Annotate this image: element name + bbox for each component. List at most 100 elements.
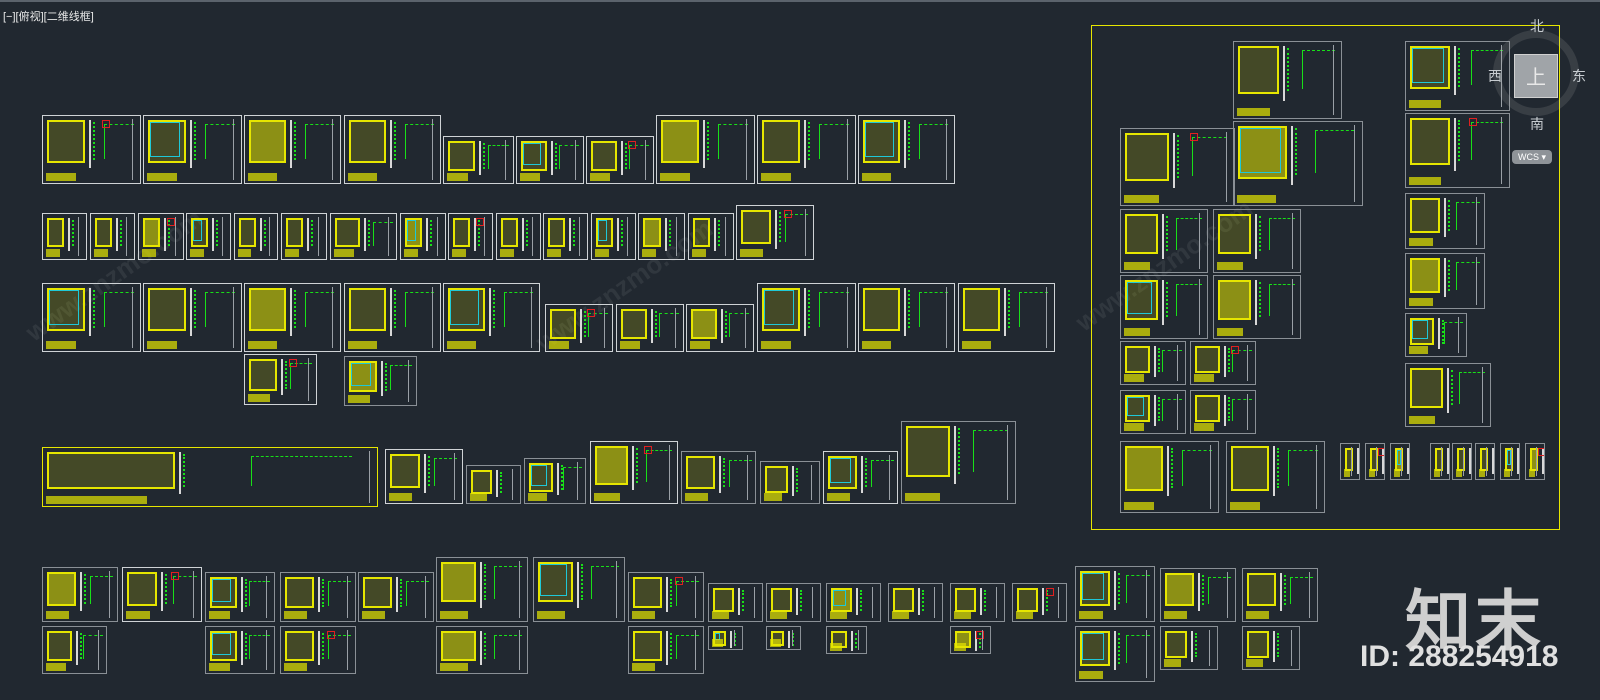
- drawing-sheet-thumbnail[interactable]: [496, 213, 541, 260]
- drawing-sheet-thumbnail[interactable]: [858, 115, 955, 184]
- drawing-sheet-thumbnail[interactable]: [1120, 275, 1208, 339]
- drawing-sheet-thumbnail[interactable]: [1405, 113, 1510, 188]
- drawing-sheet-thumbnail[interactable]: [1075, 566, 1155, 622]
- drawing-sheet-thumbnail[interactable]: [1120, 390, 1186, 434]
- drawing-sheet-thumbnail[interactable]: [1190, 390, 1256, 434]
- drawing-sheet-thumbnail[interactable]: [516, 136, 584, 184]
- drawing-sheet-thumbnail[interactable]: [205, 572, 275, 622]
- drawing-sheet-thumbnail[interactable]: [1430, 443, 1450, 480]
- drawing-sheet-thumbnail[interactable]: [280, 626, 356, 674]
- drawing-sheet-thumbnail[interactable]: [42, 283, 141, 352]
- drawing-sheet-thumbnail[interactable]: [628, 572, 704, 622]
- drawing-sheet-thumbnail[interactable]: [466, 465, 521, 504]
- drawing-sheet-thumbnail[interactable]: [1233, 121, 1363, 206]
- drawing-sheet-thumbnail[interactable]: [1340, 443, 1360, 480]
- drawing-sheet-thumbnail[interactable]: [760, 461, 820, 504]
- drawing-sheet-thumbnail[interactable]: [205, 626, 275, 674]
- drawing-sheet-thumbnail[interactable]: [1213, 275, 1301, 339]
- drawing-sheet-thumbnail[interactable]: [1242, 568, 1318, 622]
- drawing-sheet-thumbnail[interactable]: [1405, 363, 1491, 427]
- drawing-sheet-thumbnail[interactable]: [1075, 626, 1155, 682]
- drawing-sheet-thumbnail[interactable]: [1475, 443, 1495, 480]
- drawing-sheet-thumbnail[interactable]: [385, 449, 463, 504]
- drawing-sheet-thumbnail[interactable]: [1120, 209, 1208, 273]
- viewport-controls-label[interactable]: [−][俯视][二维线框]: [3, 11, 94, 23]
- drawing-sheet-thumbnail[interactable]: [708, 626, 743, 650]
- drawing-sheet-thumbnail[interactable]: [138, 213, 184, 260]
- drawing-sheet-thumbnail[interactable]: [1242, 626, 1300, 670]
- drawing-sheet-thumbnail[interactable]: [823, 451, 898, 504]
- drawing-sheet-thumbnail[interactable]: [436, 626, 528, 674]
- drawing-sheet-thumbnail[interactable]: [686, 304, 754, 352]
- drawing-sheet-thumbnail[interactable]: [1213, 209, 1301, 273]
- drawing-sheet-thumbnail[interactable]: [708, 583, 763, 622]
- viewcube[interactable]: 北 南 东 西 上: [1488, 16, 1588, 133]
- drawing-sheet-thumbnail[interactable]: [858, 283, 955, 352]
- drawing-sheet-thumbnail[interactable]: [244, 354, 317, 405]
- drawing-sheet-thumbnail[interactable]: [234, 213, 278, 260]
- drawing-sheet-thumbnail[interactable]: [344, 356, 417, 406]
- drawing-sheet-thumbnail[interactable]: [766, 626, 801, 650]
- drawing-sheet-thumbnail[interactable]: [681, 451, 756, 504]
- drawing-sheet-thumbnail[interactable]: [143, 115, 242, 184]
- drawing-sheet-thumbnail[interactable]: [186, 213, 231, 260]
- drawing-sheet-thumbnail[interactable]: [90, 213, 135, 260]
- drawing-sheet-thumbnail[interactable]: [586, 136, 654, 184]
- drawing-sheet-thumbnail[interactable]: [122, 567, 202, 622]
- drawing-sheet-thumbnail[interactable]: [42, 213, 87, 260]
- drawing-sheet-thumbnail[interactable]: [656, 115, 755, 184]
- compass-north[interactable]: 北: [1530, 19, 1544, 35]
- drawing-sheet-thumbnail[interactable]: [42, 115, 141, 184]
- drawing-sheet-thumbnail[interactable]: [1160, 568, 1236, 622]
- drawing-sheet-thumbnail[interactable]: [638, 213, 685, 260]
- drawing-sheet-thumbnail[interactable]: [1226, 441, 1325, 513]
- drawing-sheet-thumbnail[interactable]: [888, 583, 943, 622]
- drawing-sheet-thumbnail[interactable]: [344, 115, 441, 184]
- drawing-sheet-thumbnail[interactable]: [958, 283, 1055, 352]
- drawing-sheet-thumbnail[interactable]: [1160, 626, 1218, 670]
- drawing-sheet-thumbnail[interactable]: [766, 583, 821, 622]
- drawing-sheet-thumbnail[interactable]: [1120, 341, 1186, 385]
- compass-east[interactable]: 东: [1572, 69, 1586, 85]
- drawing-sheet-thumbnail[interactable]: [524, 458, 586, 504]
- drawing-sheet-thumbnail[interactable]: [1120, 441, 1219, 513]
- drawing-sheet-thumbnail[interactable]: [281, 213, 327, 260]
- drawing-sheet-thumbnail[interactable]: [901, 421, 1016, 504]
- drawing-sheet-thumbnail[interactable]: [1012, 583, 1067, 622]
- drawing-sheet-thumbnail[interactable]: [950, 626, 991, 654]
- drawing-sheet-thumbnail[interactable]: [1405, 41, 1510, 111]
- elevation-group-frame[interactable]: [1091, 25, 1560, 530]
- drawing-sheet-thumbnail[interactable]: [688, 213, 734, 260]
- drawing-sheet-thumbnail[interactable]: [545, 304, 613, 352]
- wcs-menu-button[interactable]: WCS ▾: [1512, 150, 1552, 164]
- drawing-sheet-thumbnail[interactable]: [950, 583, 1005, 622]
- drawing-sheet-thumbnail[interactable]: [543, 213, 588, 260]
- drawing-sheet-thumbnail[interactable]: [757, 283, 856, 352]
- drawing-sheet-thumbnail[interactable]: [736, 205, 814, 260]
- drawing-sheet-thumbnail[interactable]: [616, 304, 684, 352]
- drawing-sheet-thumbnail[interactable]: [244, 115, 341, 184]
- drawing-sheet-thumbnail[interactable]: [244, 283, 341, 352]
- drawing-sheet-thumbnail[interactable]: [628, 626, 704, 674]
- drawing-sheet-thumbnail[interactable]: [448, 213, 493, 260]
- drawing-sheet-thumbnail[interactable]: [1405, 193, 1485, 249]
- drawing-sheet-thumbnail[interactable]: [757, 115, 856, 184]
- drawing-sheet-thumbnail[interactable]: [1500, 443, 1520, 480]
- drawing-sheet-thumbnail[interactable]: [143, 283, 242, 352]
- drawing-sheet-thumbnail[interactable]: [591, 213, 636, 260]
- drawing-sheet-thumbnail[interactable]: [1452, 443, 1472, 480]
- drawing-sheet-thumbnail[interactable]: [1405, 253, 1485, 309]
- drawing-sheet-thumbnail[interactable]: [42, 626, 107, 674]
- drawing-sheet-thumbnail[interactable]: [590, 441, 678, 504]
- drawing-sheet-thumbnail[interactable]: [443, 283, 540, 352]
- drawing-sheet-thumbnail[interactable]: [1120, 128, 1235, 206]
- drawing-sheet-thumbnail[interactable]: [42, 447, 378, 507]
- drawing-sheet-thumbnail[interactable]: [42, 567, 118, 622]
- drawing-sheet-thumbnail[interactable]: [358, 572, 434, 622]
- drawing-sheet-thumbnail[interactable]: [280, 572, 356, 622]
- drawing-sheet-thumbnail[interactable]: [344, 283, 441, 352]
- drawing-sheet-thumbnail[interactable]: [1190, 341, 1256, 385]
- drawing-sheet-thumbnail[interactable]: [826, 626, 867, 654]
- drawing-sheet-thumbnail[interactable]: [1365, 443, 1385, 480]
